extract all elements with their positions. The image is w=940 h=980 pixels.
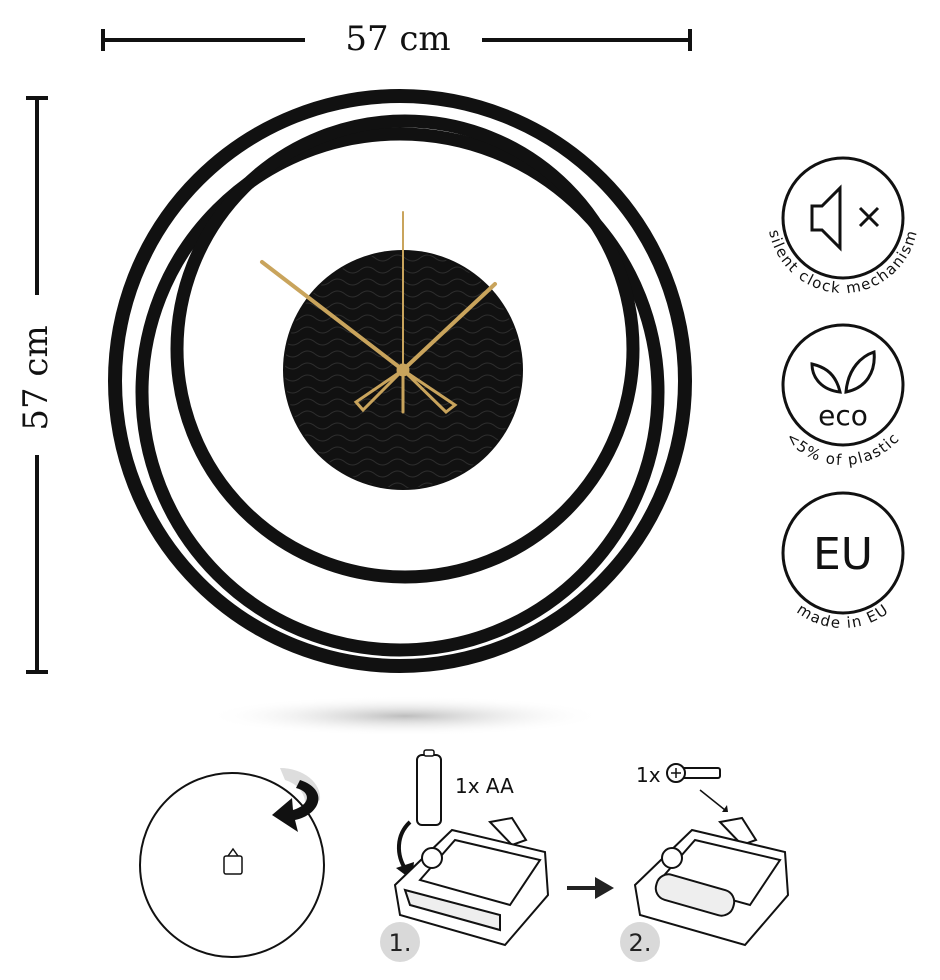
badge-label: <5% of plastic [783, 429, 902, 470]
middle-ring [135, 127, 665, 657]
battery-icon [416, 754, 442, 826]
svg-text:<5% of plastic: <5% of plastic [783, 429, 904, 470]
eu-text: EU [813, 529, 873, 580]
step-2-number: 2. [629, 929, 652, 957]
step-1: 1x AA 1. [380, 749, 550, 962]
badge-eu: EU made in EU [781, 491, 905, 632]
speaker-mute-icon [810, 184, 880, 252]
svg-text:silent clock mechanism: silent clock mechanism [765, 227, 921, 297]
step-2: 1x 2. [620, 763, 790, 962]
step-1-number: 1. [389, 929, 412, 957]
eco-text: eco [818, 399, 868, 432]
width-dimension: 57 cm [101, 19, 692, 59]
hanger-icon [223, 855, 243, 875]
badge-silent: silent clock mechanism [765, 156, 921, 297]
leaf-icon [810, 349, 876, 394]
outer-ring [108, 89, 692, 673]
hanging-diagram [139, 767, 325, 958]
height-label: 57 cm [16, 325, 56, 430]
height-dimension: 57 cm [16, 96, 56, 674]
arrow-right-icon [567, 877, 614, 899]
screw-label: 1x [636, 763, 661, 787]
badge-label: silent clock mechanism [765, 227, 920, 297]
screw-icon [666, 763, 721, 783]
clock-hands [260, 211, 497, 414]
inner-ring [170, 114, 640, 584]
wall-clock [108, 89, 692, 673]
clock-mechanism-icon [633, 816, 790, 947]
width-label: 57 cm [345, 19, 450, 59]
badge-eco: eco <5% of plastic [781, 323, 905, 470]
clock-mechanism-icon [393, 816, 550, 947]
badge-label: made in EU [794, 600, 891, 632]
clock-shadow [205, 696, 605, 736]
rotate-arrow-icon [272, 780, 319, 832]
svg-text:made in EU: made in EU [794, 600, 893, 632]
battery-label: 1x AA [455, 774, 514, 798]
